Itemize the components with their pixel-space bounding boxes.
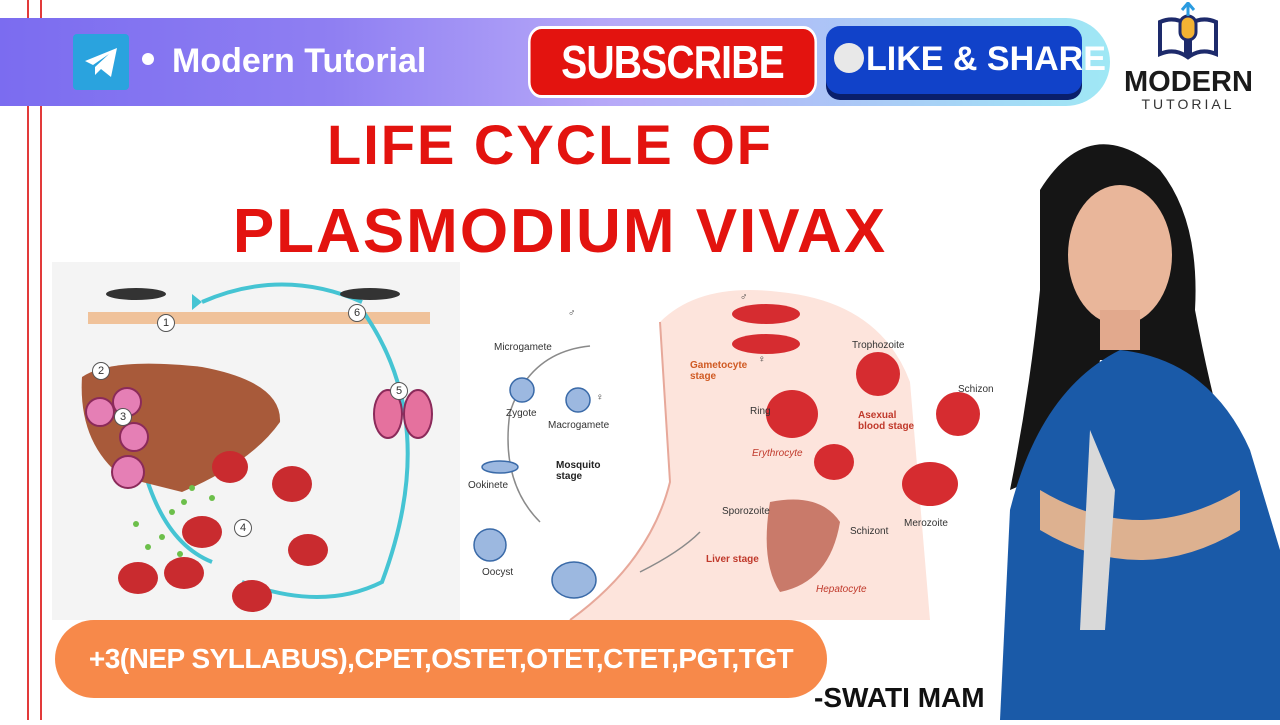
- page-title-line1: LIFE CYCLE OF: [327, 113, 773, 176]
- step-number: 2: [92, 362, 110, 380]
- bullet-icon: [142, 53, 154, 66]
- subscribe-button[interactable]: SUBSCRIBE: [528, 26, 817, 98]
- book-mouse-logo-icon: [1152, 0, 1224, 69]
- exam-list-banner: +3(NEP SYLLABUS),CPET,OSTET,OTET,CTET,PG…: [55, 620, 827, 698]
- label-male-symbol: ♂: [568, 308, 576, 319]
- label-ookinete: Ookinete: [468, 480, 509, 491]
- circle-icon: [834, 43, 864, 74]
- label-sporozoite: Sporozoite: [722, 506, 770, 517]
- like-share-button[interactable]: LIKE & SHARE: [826, 26, 1106, 94]
- channel-name: Modern Tutorial: [142, 42, 426, 81]
- label-schizont-top: Schizon: [958, 384, 994, 395]
- label-asexual-blood-stage: Asexual blood stage: [858, 410, 915, 432]
- left-rail-line: [27, 0, 29, 720]
- label-trophozoite: Trophozoite: [852, 340, 905, 351]
- human-body-cycle-illustration: [473, 290, 980, 621]
- label-hepatocyte: Hepatocyte: [816, 584, 867, 595]
- logo-title: MODERN: [1124, 66, 1253, 98]
- telegram-icon[interactable]: [73, 34, 129, 90]
- step-number: 5: [390, 382, 408, 400]
- presenter-photo: [980, 130, 1280, 720]
- label-female-symbol: ♀: [596, 392, 604, 403]
- step-number: 3: [114, 408, 132, 426]
- label-female-symbol-2: ♀: [758, 354, 766, 365]
- label-mosquito-stage: Mosquito stage: [556, 460, 601, 482]
- step-number: 1: [157, 314, 175, 332]
- label-schizont: Schizont: [850, 526, 889, 537]
- label-erythrocyte: Erythrocyte: [752, 448, 803, 459]
- label-zygote: Zygote: [506, 408, 537, 419]
- label-gametocyte-stage: Gametocyte stage: [690, 360, 748, 382]
- label-male-symbol-2: ♂: [740, 292, 748, 303]
- life-cycle-diagram-left: 1 2 3 4 5 6: [52, 262, 460, 620]
- left-rail-line-2: [40, 0, 42, 720]
- label-oocyst: Oocyst: [482, 567, 514, 578]
- label-merozoite: Merozoite: [904, 518, 948, 529]
- life-cycle-diagram-right: Microgamete ♂ Zygote Macrogamete ♀ Mosqu…: [460, 262, 994, 621]
- page-title-line2: PLASMODIUM VIVAX: [232, 197, 888, 266]
- label-ring: Ring: [750, 406, 771, 417]
- step-number: 4: [234, 519, 252, 537]
- label-liver-stage: Liver stage: [706, 554, 759, 565]
- life-cycle-illustration: [81, 282, 433, 612]
- step-number: 6: [348, 304, 366, 322]
- label-macrogamete: Macrogamete: [548, 420, 610, 431]
- logo-subtitle: TUTORIAL: [1141, 96, 1235, 112]
- presenter-signature: -SWATI MAM: [814, 682, 985, 713]
- label-microgamete: Microgamete: [494, 342, 552, 353]
